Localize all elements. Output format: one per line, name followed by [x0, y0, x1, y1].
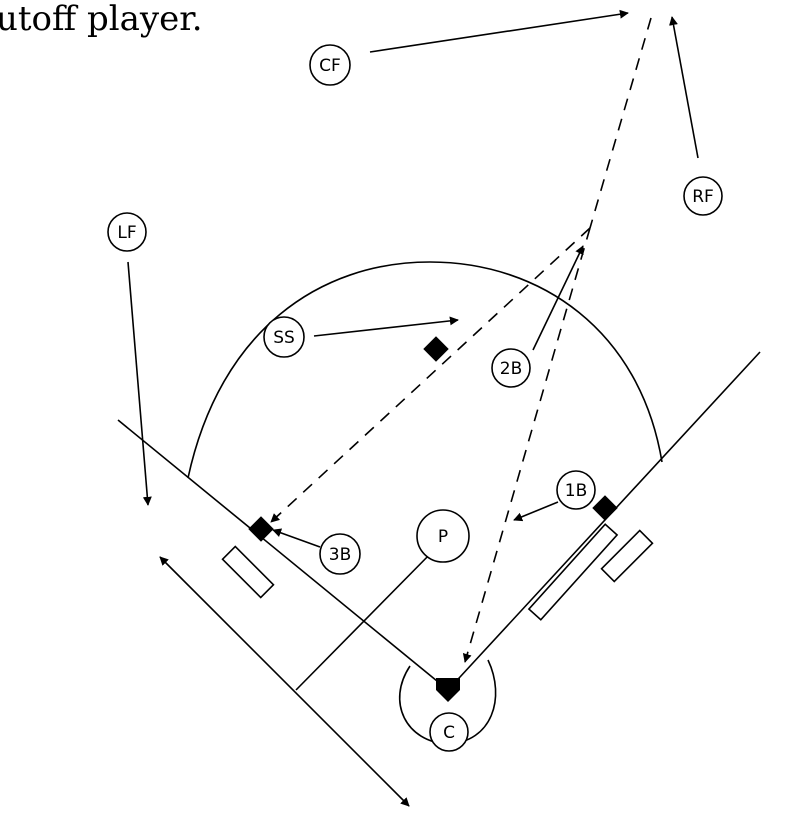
player-ss-label: SS: [273, 328, 295, 348]
player-2b: 2B: [491, 348, 531, 388]
home-plate: [436, 678, 460, 702]
infield-arc: [187, 261, 663, 479]
caption-text: utoff player.: [0, 0, 203, 39]
player-3b-label: 3B: [329, 545, 351, 565]
first-side-long-box: [527, 523, 619, 621]
first-side-short-box: [600, 529, 654, 583]
player-p-label: P: [438, 527, 448, 547]
player-lf: LF: [107, 212, 147, 252]
player-1b: 1B: [556, 470, 596, 510]
player-rf: RF: [683, 176, 723, 216]
first-base: [592, 495, 618, 521]
first-base-movement-arrow: [513, 501, 559, 522]
rf-movement-arrow: [669, 16, 699, 159]
backup-double-arrow: [159, 556, 410, 807]
player-cf-label: CF: [319, 56, 341, 76]
player-c: C: [429, 712, 469, 752]
player-rf-label: RF: [692, 187, 714, 207]
player-2b-label: 2B: [500, 359, 522, 379]
pitcher-line: [295, 547, 437, 691]
cf-movement-arrow: [369, 9, 629, 53]
third-base: [248, 516, 274, 542]
second-base: [423, 336, 449, 362]
player-cf: CF: [309, 44, 351, 86]
ss-movement-arrow: [313, 316, 459, 337]
player-p: P: [416, 509, 470, 563]
player-3b: 3B: [319, 533, 361, 575]
first-base-foul-line: [447, 351, 761, 691]
player-c-label: C: [443, 723, 455, 743]
lf-movement-arrow: [127, 261, 152, 506]
throw-path-rf-to-cutoff: [589, 17, 652, 229]
player-lf-label: LF: [117, 223, 136, 243]
third-base-foul-line: [117, 419, 449, 691]
player-1b-label: 1B: [565, 481, 587, 501]
third-base-movement-arrow: [272, 528, 321, 548]
player-ss: SS: [263, 316, 305, 358]
second-base-movement-arrow: [532, 245, 584, 351]
throw-path-cutoff-to-third: [270, 227, 591, 523]
throw-path-cutoff-to-home: [462, 227, 591, 663]
third-side-box: [221, 545, 275, 599]
